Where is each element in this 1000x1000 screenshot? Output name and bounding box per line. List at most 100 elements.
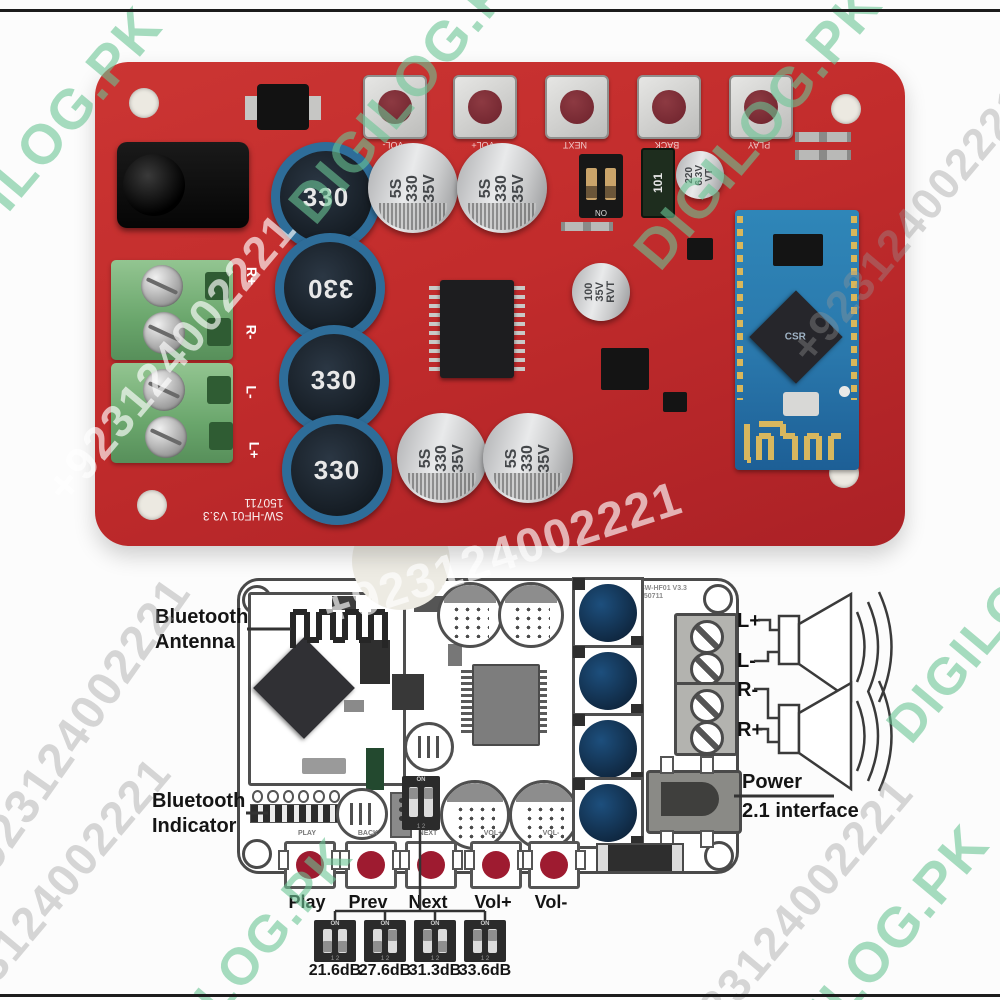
mounting-hole [831, 94, 861, 124]
pin [398, 807, 404, 812]
capacitor-marking: 5S 330 35V [502, 443, 553, 473]
button-cap [482, 851, 510, 879]
jack-pin [700, 830, 714, 848]
diagram-smd [448, 644, 462, 666]
dip-knob [423, 930, 432, 941]
capacitor-marking: 220 6.3V VT [684, 165, 716, 186]
tab [575, 850, 586, 870]
button-back [637, 75, 701, 139]
button-cap [417, 851, 445, 879]
diagram-transistor [360, 640, 390, 684]
diagram-pad-row [252, 790, 340, 803]
terminal-label: R- [737, 679, 759, 701]
pin [398, 798, 404, 803]
tab [573, 778, 585, 790]
button-silk: VOL+ [483, 830, 503, 837]
diagram-capacitor [440, 780, 510, 850]
inductor-value: 330 [313, 454, 361, 485]
callout-line2: Antenna [155, 631, 235, 653]
dip-slider [473, 929, 482, 953]
gain-setting-dip: ON 1 2 [364, 920, 406, 962]
dip-slider [373, 929, 382, 953]
diagram-screw [690, 620, 724, 654]
diagram-inductor [572, 645, 644, 717]
sound-arc [855, 611, 866, 683]
terminal-screw [145, 416, 187, 458]
tab [339, 850, 350, 870]
dip-slider [488, 929, 497, 953]
jack-pin [700, 756, 714, 774]
cap-shade [504, 585, 558, 603]
button-label: Next [408, 892, 448, 912]
wire-entry [207, 318, 231, 346]
smd-resistor [823, 132, 851, 142]
speaker-horn [797, 591, 853, 703]
button-vol-plus [453, 75, 517, 139]
electrolytic-capacitor: 100 35V RVT [572, 263, 630, 321]
diagram-capacitor [437, 582, 503, 648]
csr-chip: CSR [749, 290, 843, 384]
button-next [545, 75, 609, 139]
amplifier-ic [440, 280, 514, 378]
bluetooth-indicator-led [250, 804, 342, 823]
cap-bars [350, 802, 374, 826]
callout-line1: Power [742, 771, 803, 793]
jack-barrel [661, 782, 719, 816]
callout-line2: Indicator [152, 815, 237, 837]
dip-on-label: ON [416, 777, 426, 783]
dip-knob [605, 186, 616, 198]
diagram-screw [690, 721, 724, 755]
diagram-ic-pins [536, 670, 547, 736]
pad-circle [252, 790, 264, 803]
dip-slider [438, 929, 447, 953]
model-text: SW-HF01 V3.3 [203, 509, 284, 523]
cap-dots [450, 605, 490, 638]
button-cap [540, 851, 568, 879]
coil [579, 584, 637, 642]
button-cap [378, 90, 412, 124]
inductor-value: 330 [310, 364, 358, 395]
diagram-soic [392, 674, 424, 710]
gain-value: 21.6dB [308, 962, 362, 979]
watermark-brand: DIGILOG.PK [727, 812, 1000, 1000]
cap-line: 35V [535, 443, 553, 473]
cap-vent [407, 473, 477, 501]
wire-lminus [754, 650, 780, 663]
dip-numbers: 1 2 [416, 824, 426, 830]
ic-pins [512, 286, 525, 372]
terminal-screw [141, 265, 183, 307]
dip-slider [423, 929, 432, 953]
cap-line: 5S [416, 448, 434, 468]
wire-entry [209, 422, 233, 450]
ic-pins [429, 286, 442, 372]
pad-circle [313, 790, 325, 803]
dip-numbers: 1 2 [330, 956, 340, 962]
flash-chip [773, 234, 823, 266]
cap-vent [467, 203, 537, 231]
speaker-driver [777, 703, 801, 755]
dip-numbers: 1 2 [430, 956, 440, 962]
diagram-green-part [366, 748, 384, 790]
cap-line: 5S [476, 178, 494, 198]
diagram-version: SW-HF01 V3.3 150711 [640, 585, 687, 601]
watermark-phone: +923124002221 [0, 746, 182, 1000]
diagram-ic-pins [461, 670, 472, 736]
callout-bluetooth-indicator: Bluetooth Indicator [152, 789, 245, 839]
terminal-silk: R- [243, 324, 260, 340]
speaker-driver [777, 614, 801, 666]
diode-body [257, 84, 309, 130]
button-label: Vol- [534, 892, 568, 912]
button-silk: VOL- [542, 830, 560, 837]
top-border-line [0, 9, 1000, 12]
inductor-value: 330 [302, 181, 350, 212]
dip-slider [388, 929, 397, 953]
diode-pad [307, 96, 321, 120]
diagram-terminal-block [674, 613, 738, 687]
sound-arc [877, 680, 893, 792]
dip-on-silk: ON [595, 208, 607, 217]
terminal-silk: L- [243, 385, 260, 399]
cap-line: 5S [502, 448, 520, 468]
dip-knob [388, 930, 397, 941]
diagram-smd [332, 596, 356, 610]
